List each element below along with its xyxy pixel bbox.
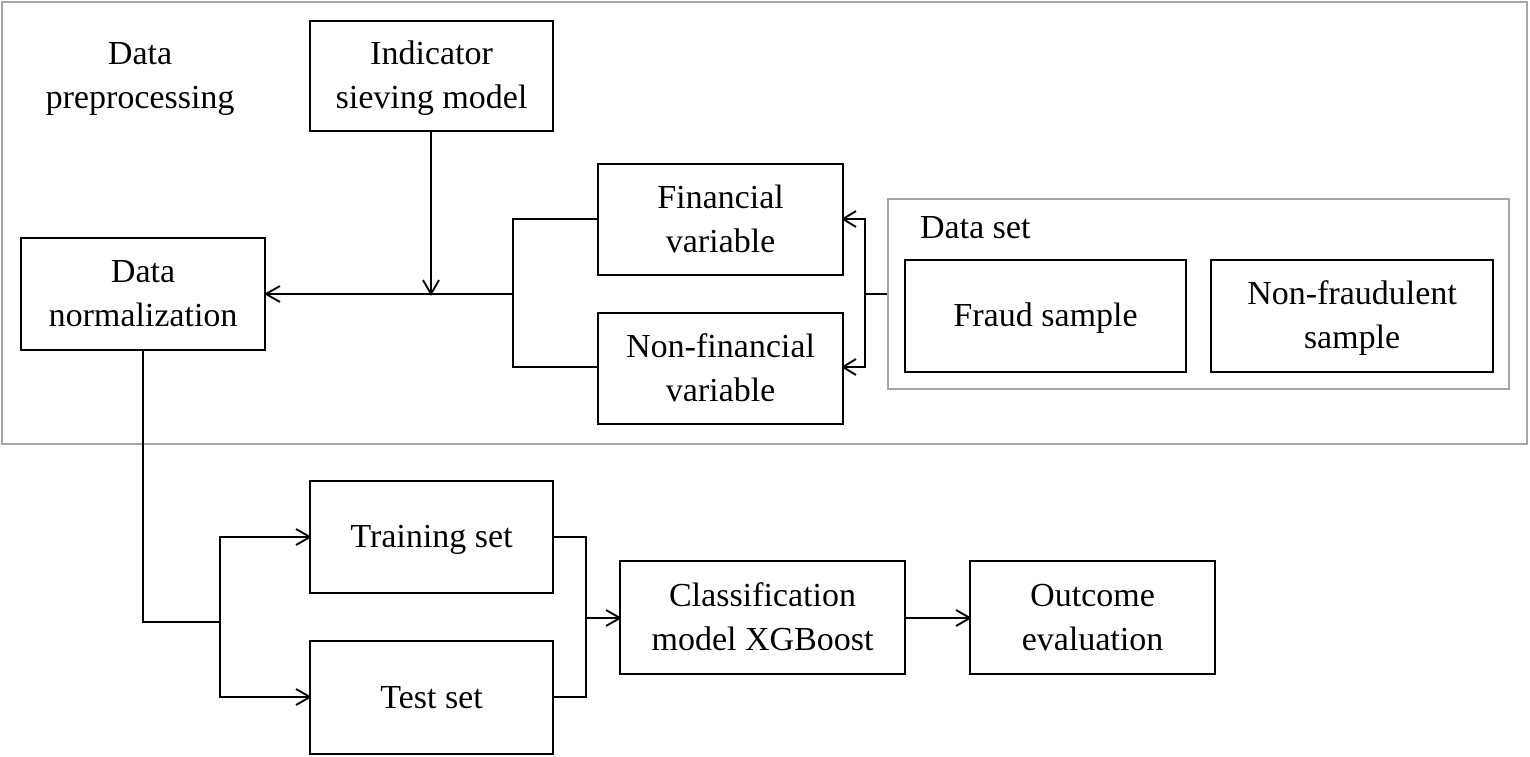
connector-normalization-down xyxy=(142,351,220,623)
dataset-region xyxy=(887,198,1510,390)
preprocessing-label: Data preprocessing xyxy=(45,35,235,116)
non-financial-variable-node: Non-financial variable xyxy=(597,312,844,425)
non-fraudulent-sample-text: Non-fraudulent sample xyxy=(1247,275,1457,356)
fraud-sample-text: Fraud sample xyxy=(953,297,1138,334)
test-set-node: Test set xyxy=(309,640,554,755)
financial-variable-node: Financial variable xyxy=(597,163,844,276)
outcome-evaluation-node: Outcome evaluation xyxy=(969,560,1216,675)
indicator-sieving-model-text: Indicator sieving model xyxy=(335,35,528,116)
test-set-text: Test set xyxy=(380,678,483,716)
fraud-sample-node: Fraud sample xyxy=(904,259,1187,373)
financial-variable-text: Financial variable xyxy=(657,178,784,260)
indicator-sieving-model-node: Indicator sieving model xyxy=(309,20,554,132)
preprocessing-region xyxy=(1,1,1528,445)
non-fraudulent-sample-node: Non-fraudulent sample xyxy=(1210,259,1494,373)
data-normalization-node: Data normalization xyxy=(20,237,266,351)
arrowhead-normalization xyxy=(263,285,281,303)
connector-variables-bracket xyxy=(512,218,598,368)
training-set-node: Training set xyxy=(309,480,554,594)
connector-split-bracket xyxy=(219,536,310,698)
outcome-evaluation-text: Outcome evaluation xyxy=(1021,576,1164,658)
classification-model-text: Classification model XGBoost xyxy=(651,576,874,658)
connector-dataset-split xyxy=(843,218,866,368)
connector-sets-merge xyxy=(553,536,587,698)
classification-model-node: Classification model XGBoost xyxy=(619,560,906,675)
data-normalization-text: Data normalization xyxy=(48,253,238,334)
training-set-text: Training set xyxy=(350,518,513,555)
dataset-label: Data set xyxy=(920,209,1031,246)
non-financial-variable-text: Non-financial variable xyxy=(626,327,815,409)
